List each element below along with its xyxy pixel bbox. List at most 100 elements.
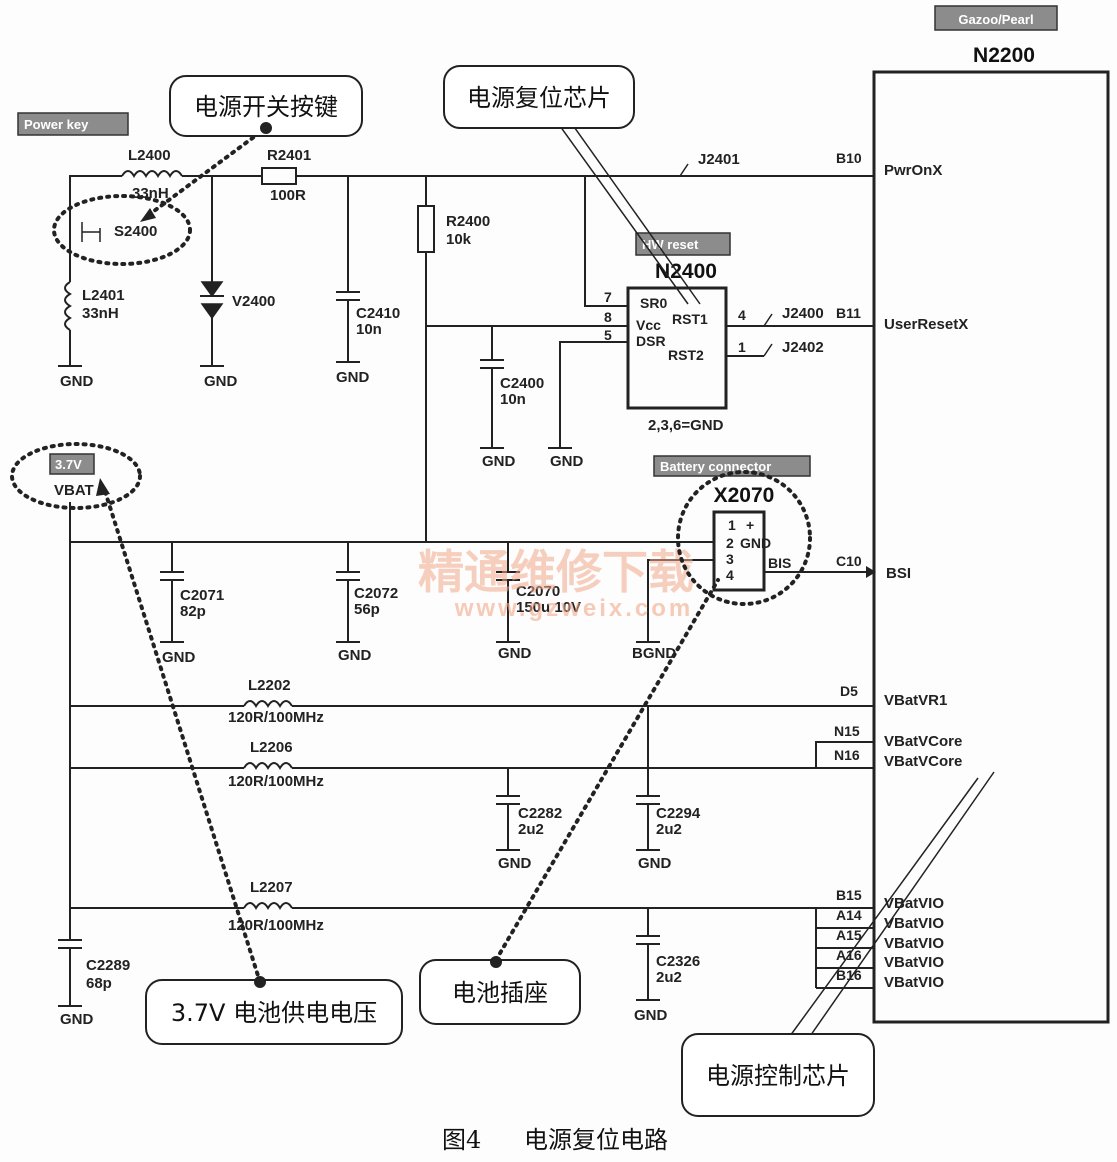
c2282-ref: C2282 bbox=[518, 805, 562, 822]
gnd-label-8: GND bbox=[498, 645, 532, 662]
capacitor-c2070 bbox=[496, 542, 520, 643]
connector-x2070-title: X2070 bbox=[714, 484, 775, 507]
hw-reset-tag-box bbox=[635, 232, 731, 256]
callout-dot-battery-socket bbox=[490, 956, 502, 968]
r2400-val: 10k bbox=[446, 231, 472, 248]
power-key-tag: Power key bbox=[24, 117, 89, 132]
capacitor-c2294 bbox=[636, 706, 660, 851]
callout-box-reset-chip bbox=[443, 65, 635, 129]
switch-s2400-symbol bbox=[81, 222, 101, 242]
capacitor-c2289 bbox=[58, 939, 82, 1007]
net-vbatvio-5: VBatVIO bbox=[884, 974, 944, 991]
gnd-label-12: GND bbox=[60, 1011, 94, 1028]
power-key-tag-box bbox=[17, 112, 129, 136]
n2400-rst2: RST2 bbox=[668, 347, 704, 363]
gnd-label-4: GND bbox=[482, 453, 516, 470]
ball-d5: D5 bbox=[840, 683, 858, 699]
n2400-dsr: DSR bbox=[636, 333, 666, 349]
callout-box-power-chip bbox=[681, 1033, 875, 1117]
ball-b15: B15 bbox=[836, 887, 862, 903]
x2070-pin-1: 1 bbox=[728, 517, 736, 533]
x2070-pin-3: 3 bbox=[726, 551, 734, 567]
gnd-label-10: GND bbox=[638, 855, 672, 872]
l2206-val: 120R/100MHz bbox=[228, 773, 324, 790]
chip-n2200-body bbox=[872, 70, 1110, 1024]
inductor-l2202 bbox=[243, 700, 293, 708]
j2402-ref: J2402 bbox=[782, 339, 824, 356]
n2400-vcc: Vcc bbox=[636, 317, 661, 333]
l2207-ref: L2207 bbox=[250, 879, 293, 896]
c2410-val: 10n bbox=[356, 321, 382, 338]
figure-title: 电源复位电路 bbox=[524, 1126, 668, 1154]
callout-battery-voltage: 3.7V 电池供电电压 bbox=[171, 999, 377, 1027]
r2400-ref: R2400 bbox=[446, 213, 490, 230]
vendor-tag: Gazoo/Pearl bbox=[958, 12, 1033, 27]
c2289-ref: C2289 bbox=[86, 957, 130, 974]
r2401-val: 100R bbox=[270, 187, 306, 204]
x2070-pin-2: 2 bbox=[726, 535, 734, 551]
n2400-pin-8: 8 bbox=[604, 309, 612, 325]
c2071-val: 82p bbox=[180, 603, 206, 620]
c2326-val: 2u2 bbox=[656, 969, 682, 986]
c2072-val: 56p bbox=[354, 601, 380, 618]
l2207-val: 120R/100MHz bbox=[228, 917, 324, 934]
leader-battery-socket bbox=[494, 578, 720, 962]
callout-dot-power-switch bbox=[260, 122, 272, 134]
leader-power-switch bbox=[148, 126, 268, 216]
gnd-label-6: GND bbox=[162, 649, 196, 666]
net-vbatvio-1: VBatVIO bbox=[884, 895, 944, 912]
ball-a15: A15 bbox=[836, 927, 862, 943]
x2070-gnd: GND bbox=[740, 535, 771, 551]
v2400-ref: V2400 bbox=[232, 293, 275, 310]
l2401-val: 33nH bbox=[82, 305, 119, 322]
gnd-label-3: GND bbox=[336, 369, 370, 386]
capacitor-c2282 bbox=[496, 768, 520, 851]
c2071-ref: C2071 bbox=[180, 587, 224, 604]
n2400-pin-4: 4 bbox=[738, 307, 746, 323]
net-vbatvr1: VBatVR1 bbox=[884, 692, 947, 709]
diode-v2400 bbox=[200, 281, 224, 320]
c2294-val: 2u2 bbox=[656, 821, 682, 838]
x2070-plus: + bbox=[746, 517, 754, 533]
gnd-label-2: GND bbox=[204, 373, 238, 390]
c2282-val: 2u2 bbox=[518, 821, 544, 838]
inductor-l2206 bbox=[243, 762, 293, 770]
ball-a14: A14 bbox=[836, 907, 862, 923]
figure-number: 图4 bbox=[442, 1126, 481, 1154]
j2401-ref: J2401 bbox=[698, 151, 740, 168]
inductor-l2401 bbox=[64, 281, 72, 331]
c2400-ref: C2400 bbox=[500, 375, 544, 392]
net-vbatvcore-2: VBatVCore bbox=[884, 753, 962, 770]
vbat-label: VBAT bbox=[54, 482, 94, 499]
callout-power-chip: 电源控制芯片 bbox=[706, 1062, 850, 1090]
hw-reset-tag: HW reset bbox=[642, 237, 699, 252]
capacitor-c2326 bbox=[636, 908, 660, 1001]
vendor-tag-box bbox=[934, 5, 1058, 31]
inductor-l2400 bbox=[121, 170, 183, 178]
capacitor-c2072 bbox=[336, 542, 360, 643]
callout-box-power-switch bbox=[169, 75, 363, 137]
net-userresetx: UserResetX bbox=[884, 316, 968, 333]
callout-power-switch: 电源开关按键 bbox=[194, 93, 338, 121]
vbat-tag-box bbox=[49, 453, 95, 475]
wire-switch-up bbox=[69, 175, 122, 248]
bsi-arrow bbox=[866, 566, 876, 578]
net-vbatvio-4: VBatVIO bbox=[884, 954, 944, 971]
n2400-pin-7: 7 bbox=[604, 289, 612, 305]
bgnd-label: BGND bbox=[632, 645, 676, 662]
net-vbatvio-3: VBatVIO bbox=[884, 935, 944, 952]
x2070-pin-4: 4 bbox=[726, 567, 734, 583]
n2400-rst1: RST1 bbox=[672, 311, 708, 327]
r2401-ref: R2401 bbox=[267, 147, 311, 164]
c2070-val: 150u 10V bbox=[516, 599, 581, 616]
l2401-ref: L2401 bbox=[82, 287, 125, 304]
resistor-r2400 bbox=[417, 205, 435, 253]
highlight-vbat bbox=[10, 442, 142, 510]
l2400-ref: L2400 bbox=[128, 147, 171, 164]
connector-x2070-body bbox=[712, 510, 766, 592]
watermark-cn: 精通维修下载 bbox=[418, 545, 694, 599]
callout-reset-chip: 电源复位芯片 bbox=[467, 84, 611, 112]
gnd-label-11: GND bbox=[634, 1007, 668, 1024]
ball-n16: N16 bbox=[834, 747, 860, 763]
